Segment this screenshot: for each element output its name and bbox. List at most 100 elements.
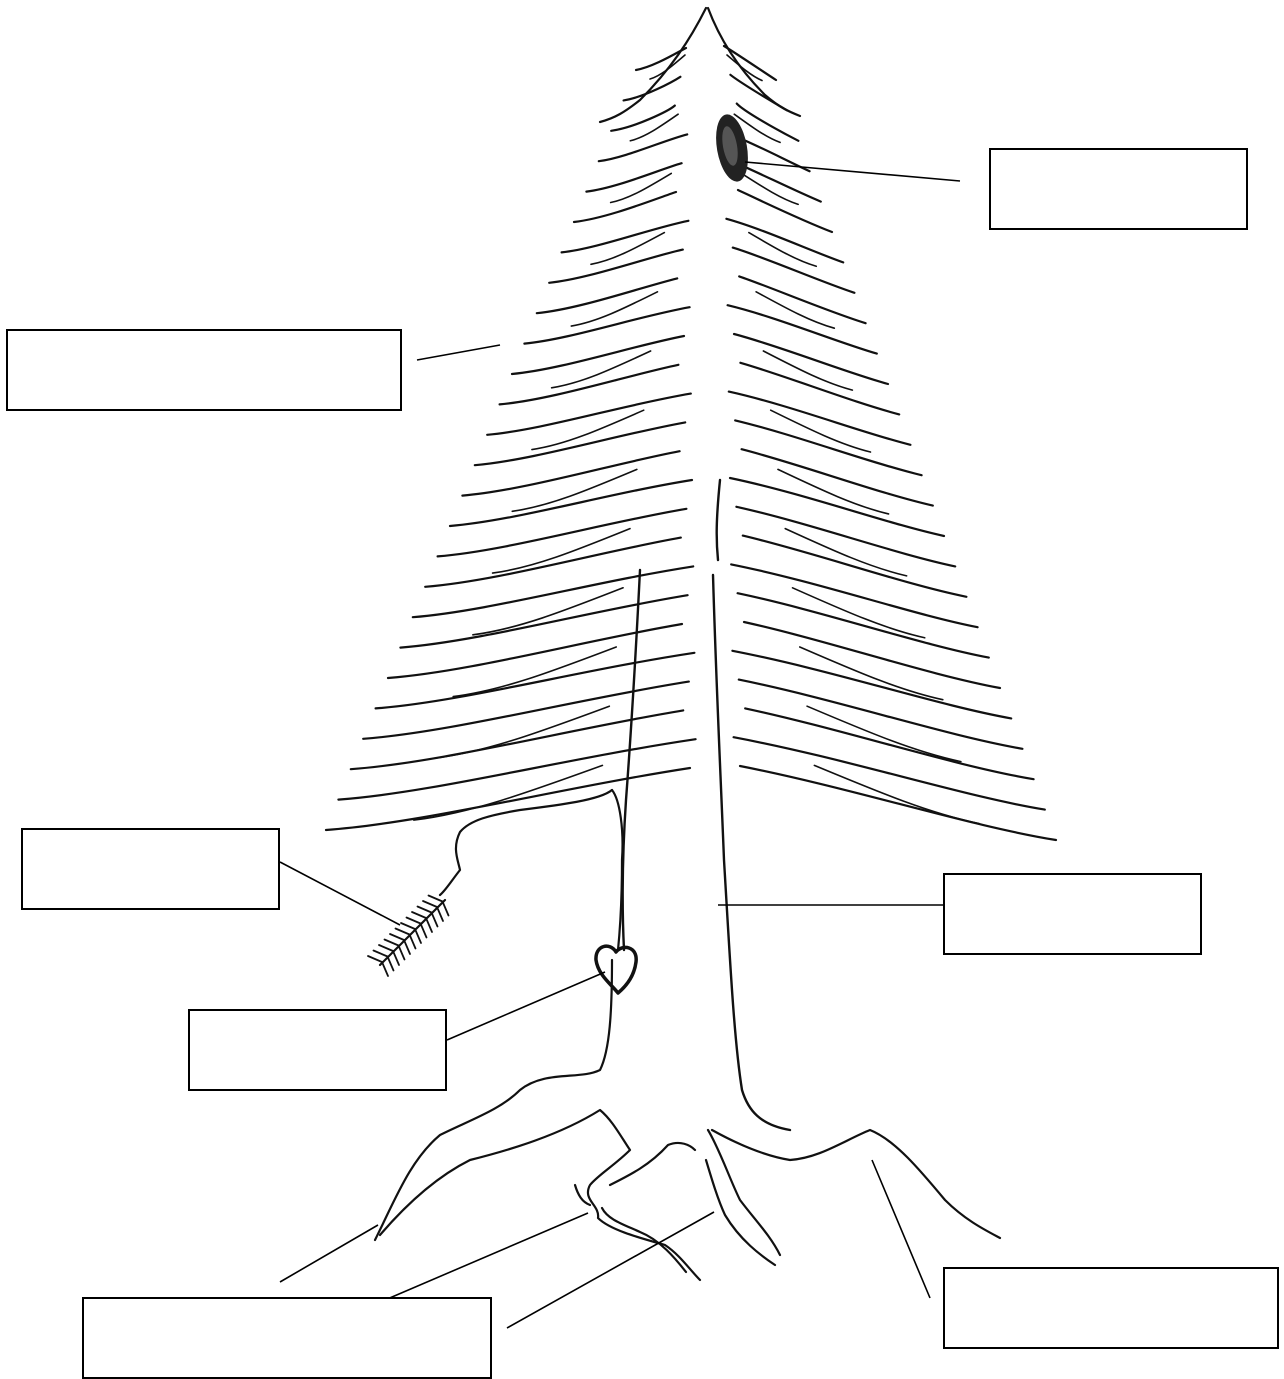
sprig-needle [436,906,444,922]
branch-stroke [748,231,818,268]
branch-stroke [731,649,1013,720]
sprig-needle [367,955,383,963]
branch-stroke [813,764,980,825]
sprig-needle [427,894,444,903]
sprig-needle [425,917,433,933]
label-box-trunk[interactable] [943,873,1202,955]
tree-foliage [324,6,1058,842]
branch-stroke [738,764,1058,842]
branch-stroke [424,536,682,588]
branch-stroke [740,172,799,206]
tree-roots [373,958,1002,1282]
leader-lines [279,161,961,1329]
sprig-needle [422,900,438,908]
label-box-carving[interactable] [188,1009,447,1091]
branch-stroke [732,736,1046,811]
pine-cone-icon [716,114,748,182]
branch-stroke [523,306,691,345]
branch-stroke [622,75,682,102]
sprig-needle [381,961,389,977]
branch-stroke [722,44,778,82]
branch-stroke [448,478,694,528]
branch-stroke [634,46,688,72]
branch-stroke [324,766,692,832]
branch-stroke [732,332,890,386]
label-box-branch-needles[interactable] [6,329,402,411]
branch-stroke [535,277,679,315]
branch-stroke [570,291,659,327]
branch-stroke [737,678,1024,750]
sprig-needle [400,922,416,930]
branch-stroke [741,534,968,598]
sprig-needle [414,928,422,944]
branch-stroke [436,507,688,558]
heart-carving [594,944,638,995]
branch-stroke [374,651,696,710]
sprig-needle [378,944,394,952]
branch-stroke [609,172,673,204]
label-box-needle[interactable] [21,828,280,910]
label-box-pine-cone[interactable] [989,148,1248,230]
branch-stroke [726,304,878,355]
branch-stroke [610,104,676,132]
sprig-needle [389,933,405,941]
branch-stroke [728,476,946,538]
branch-stroke [531,409,645,451]
branch-stroke [739,361,901,416]
branch-stroke [777,468,890,515]
branch-stroke [572,190,678,224]
branch-stroke [730,563,979,629]
branch-stroke [486,392,692,436]
branch-stroke [511,468,638,513]
sprig-needle [411,911,427,919]
branch-stroke [738,275,867,325]
branch-stroke [510,334,686,376]
leader-line-needle [279,861,401,926]
branch-stroke [736,592,990,659]
sprig-needle [394,927,411,936]
branch-stroke [740,448,934,507]
branch-stroke [735,505,957,568]
branch-stroke [725,217,845,264]
leader-line-cone [744,161,961,182]
sprig-needle [386,955,395,972]
leader-line-carving [446,971,606,1041]
branch-stroke [590,231,666,266]
sprig-needle [430,911,439,928]
branch-stroke [550,350,652,389]
branch-stroke [337,738,697,801]
sprig-needle [416,905,433,914]
branch-stroke [806,705,962,763]
fallen-branch [367,788,624,977]
branch-stroke [491,527,631,574]
leader-line-root-right [871,1159,931,1299]
sprig-needle [408,933,417,950]
branch-stroke [461,450,681,497]
branch-stroke [349,709,685,771]
branch-stroke [791,587,926,639]
branch-stroke [733,113,781,144]
label-box-roots-left[interactable] [82,1297,492,1379]
leader-line-root-1 [279,1224,379,1283]
sprig-needle [392,950,400,966]
sprig-needle [441,900,450,917]
branch-stroke [706,6,802,118]
branch-stroke [498,363,680,406]
branch-stroke [729,73,789,112]
sprig-needle [419,922,428,939]
branch-stroke [727,390,912,446]
branch-stroke [736,188,834,234]
sprig-needle [405,916,422,925]
branch-stroke [744,707,1035,781]
branch-stroke [755,291,836,329]
sprig-needle [397,944,406,961]
label-box-root-right[interactable] [943,1267,1279,1349]
branch-stroke [585,162,683,193]
branch-stroke [386,622,684,680]
branch-stroke [597,133,689,163]
leader-line-root-2 [384,1212,589,1301]
branch-stroke [762,350,854,391]
branch-stroke [473,421,687,467]
sprig-needle [372,949,389,958]
